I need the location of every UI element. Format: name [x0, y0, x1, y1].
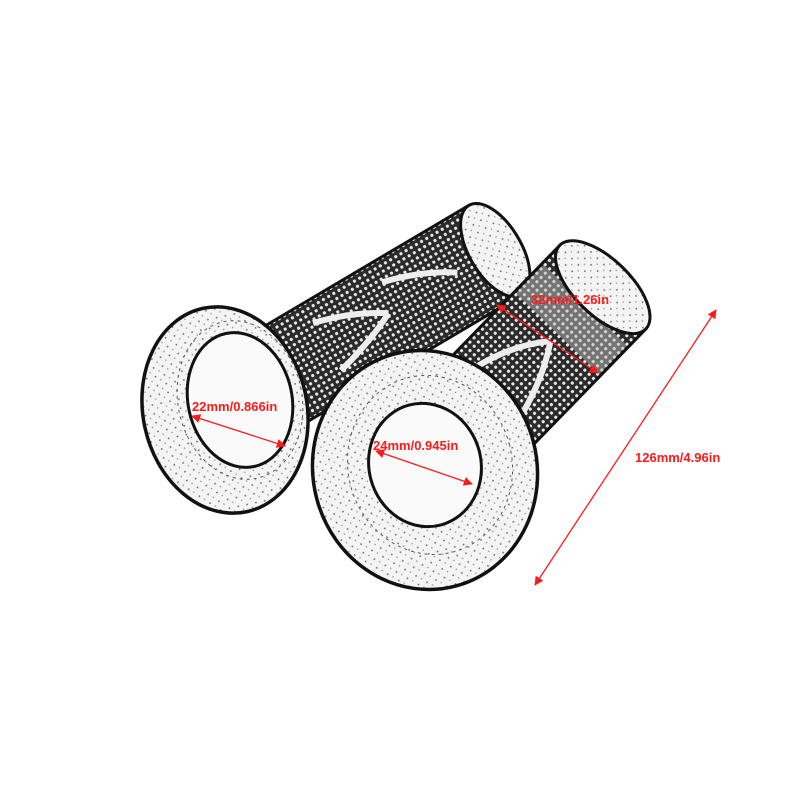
- left-inner-diameter-arrow: [191, 414, 286, 448]
- grip-diameter-label: 32mm/1.26in: [531, 292, 609, 307]
- left-inner-diameter-label: 22mm/0.866in: [192, 399, 277, 414]
- right-inner-diameter-label: 24mm/0.945in: [373, 438, 458, 453]
- length-arrow: [534, 309, 717, 586]
- right-inner-diameter-arrow: [375, 449, 473, 486]
- length-label: 126mm/4.96in: [635, 450, 720, 465]
